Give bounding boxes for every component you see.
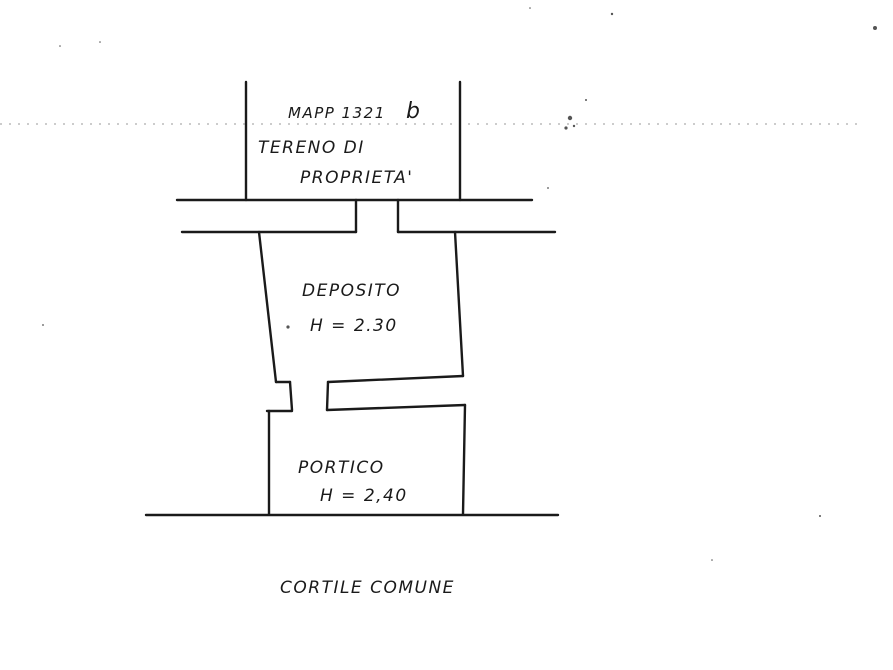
portico-height-label: H = 2,40	[320, 486, 408, 506]
boundary-wall	[175, 198, 557, 234]
deposito-room-walls	[257, 230, 465, 384]
mappale-line1-label: TERENO DI	[258, 138, 365, 158]
deposito-name-label: DEPOSITO	[302, 281, 401, 301]
scan-noise	[42, 7, 877, 561]
passage-walls	[288, 380, 330, 412]
portico-name-label: PORTICO	[298, 458, 385, 478]
mappale-suffix-label: b	[406, 99, 421, 124]
portico-room-walls	[265, 403, 467, 516]
mappale-walls	[244, 80, 462, 202]
courtyard-label: CORTILE COMUNE	[280, 578, 455, 598]
mappale-ref-label: MAPP 1321	[288, 104, 386, 122]
mappale-line2-label: PROPRIETA'	[300, 168, 413, 188]
deposito-height-label: H = 2.30	[310, 316, 398, 336]
